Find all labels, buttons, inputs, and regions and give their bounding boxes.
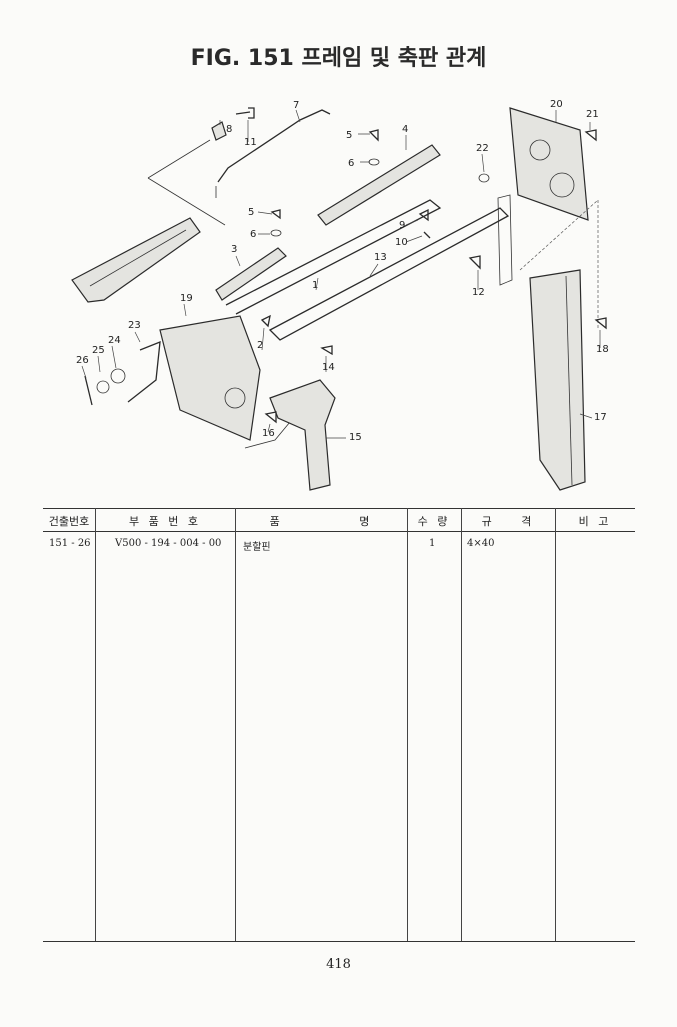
table-header: 건출번호 부 품 번 호 품 명 수 량 규 격 비 고 [43,508,635,532]
callout-22: 22 [476,143,489,154]
callout-7: 7 [293,100,299,111]
callout-1: 1 [312,280,318,291]
callout-15: 15 [349,432,362,443]
row-part-no: V500 - 194 - 004 - 00 [115,538,222,549]
callout-10: 10 [395,237,408,248]
callout-14: 14 [322,362,335,373]
callout-9: 9 [399,220,405,231]
header-note: 비 고 [578,515,612,528]
callout-17: 17 [594,412,607,423]
callout-20: 20 [550,99,563,110]
header-qty: 수 량 [417,515,451,528]
callout-21: 21 [586,109,599,120]
callout-labels: 8 11 7 5 6 4 20 21 22 5 6 9 10 3 13 1 12… [76,99,609,443]
callout-2: 2 [257,340,263,351]
header-part-no: 부 품 번 호 [129,515,201,528]
callout-4: 4 [402,124,408,135]
header-ref: 건출번호 [48,515,90,528]
callout-6a: 6 [348,158,354,169]
callout-19: 19 [180,293,193,304]
header-name: 품 명 [269,515,373,528]
header-spec: 규 격 [481,515,535,528]
callout-5a: 5 [346,130,352,141]
callout-18: 18 [596,344,609,355]
callout-8: 8 [226,124,232,135]
exploded-parts-diagram: 8 11 7 5 6 4 20 21 22 5 6 9 10 3 13 1 12… [71,99,609,491]
callout-5b: 5 [248,207,254,218]
row-qty: 1 [429,538,436,549]
bottom-rule [43,941,635,942]
callout-25: 25 [92,345,105,356]
callout-12: 12 [472,287,485,298]
leader-lines [81,109,601,439]
callout-6b: 6 [250,229,256,240]
callout-11: 11 [244,137,257,148]
callout-26: 26 [76,355,89,366]
row-spec: 4×40 [467,538,495,549]
page-title: FIG. 151 프레임 및 축판 관계 [190,46,487,71]
callout-24: 24 [108,335,121,346]
row-ref: 151 - 26 [49,538,91,549]
callout-3: 3 [231,244,237,255]
callout-13: 13 [374,252,387,263]
row-name: 분할핀 [243,542,271,553]
page-number: 418 [326,957,351,972]
parts-table: 건출번호 부 품 번 호 품 명 수 량 규 격 비 고 151 - 26 V5… [43,508,635,941]
callout-23: 23 [128,320,141,331]
callout-16: 16 [262,428,275,439]
